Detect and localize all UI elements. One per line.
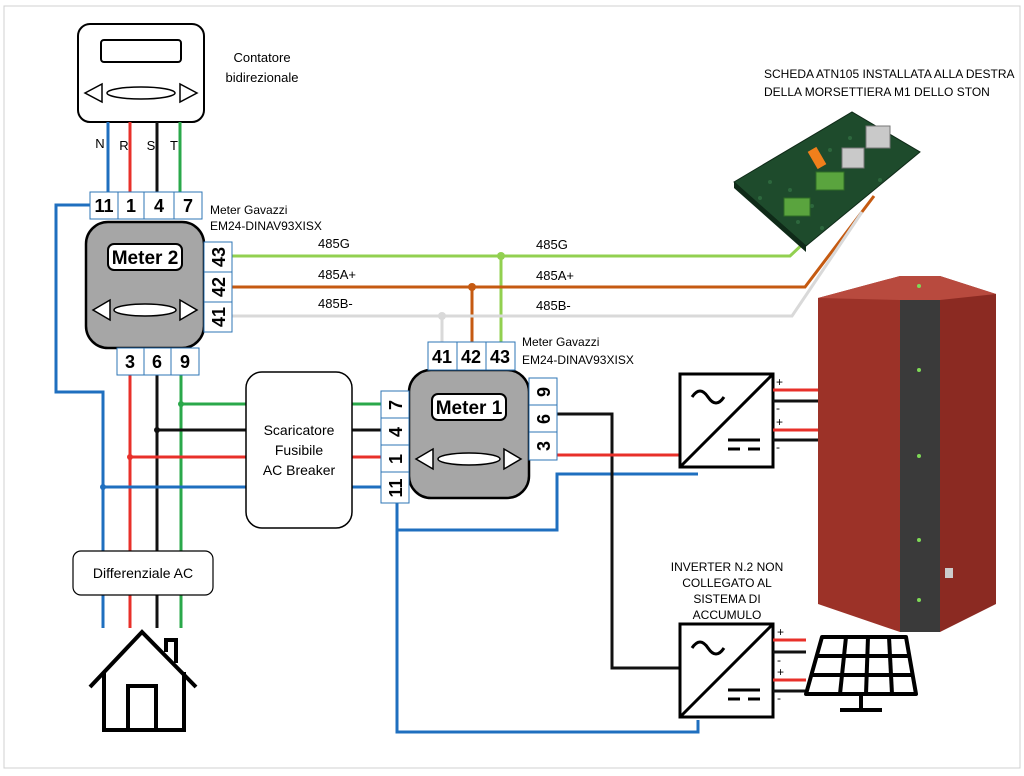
meter-2-arrow-right-icon <box>179 298 199 322</box>
meter-1-terminal-1: 1 <box>386 454 406 464</box>
inverter-2-minus-2: - <box>777 691 781 705</box>
meter-2-arrow-left-icon <box>91 298 111 322</box>
bus-label-g-right: 485G <box>536 237 568 252</box>
meter-2-side-terminals: 43 42 41 <box>203 241 233 333</box>
bus-label-g-left: 485G <box>318 236 350 251</box>
phase-label-n: N <box>95 136 104 151</box>
phase-label-t: T <box>170 138 178 153</box>
bus-label-b-left: 485B- <box>318 296 353 311</box>
meter-2-terminal-3: 3 <box>125 352 135 372</box>
meter-1-top-terminals: 41 42 43 <box>427 341 516 371</box>
bus-label-b-right: 485B- <box>536 298 571 313</box>
meter-2-terminal-43: 43 <box>209 247 229 267</box>
bus-junction-a <box>468 283 476 291</box>
inverter-2-plus-1: + <box>777 625 784 639</box>
meter-1-left-terminals: 7 4 1 11 <box>380 390 410 504</box>
meter-2-title: Meter 2 <box>112 248 179 269</box>
phase-label-s: S <box>147 138 156 153</box>
meter-1-model-2: EM24-DINAV93XISX <box>522 353 634 367</box>
meter-1-terminal-42: 42 <box>461 347 481 367</box>
differential-label: Differenziale AC <box>93 565 193 581</box>
meter-1-model-1: Meter Gavazzi <box>522 335 599 349</box>
protection-line-3: AC Breaker <box>263 462 336 478</box>
inverter-2-note-4: ACCUMULO <box>693 608 762 622</box>
meter-2-terminal-41: 41 <box>209 307 229 327</box>
meter-1-right-terminals: 9 6 3 <box>528 377 558 461</box>
meter-2-terminal-11: 11 <box>94 196 113 216</box>
inverter-2-note-2: COLLEGATO AL <box>682 576 772 590</box>
meter-2-terminal-4: 4 <box>154 196 164 216</box>
inverter-1-minus-1: - <box>776 401 780 415</box>
inverter-2-note-3: SISTEMA DI <box>693 592 760 606</box>
inverter-1-plus-1: + <box>776 375 783 389</box>
bus-label-a-left: 485A+ <box>318 267 356 282</box>
meter-arrow-left-icon <box>83 82 103 104</box>
meter-2-terminal-42: 42 <box>209 277 229 297</box>
protection-box: Scaricatore Fusibile AC Breaker <box>245 371 353 529</box>
meter-disc <box>106 86 176 100</box>
meter-1-arrow-left-icon <box>414 447 434 471</box>
meter-2-bottom-terminals: 3 6 9 <box>116 347 200 376</box>
phase-label-r: R <box>119 138 128 153</box>
ac-wiring <box>54 122 700 734</box>
meter-display <box>100 39 182 63</box>
inverter-2-icon <box>678 622 775 719</box>
inverter-1-minus-2: - <box>776 440 780 454</box>
meter-1-terminal-6: 6 <box>534 414 554 424</box>
house-icon <box>88 629 198 732</box>
meter-1-terminal-7: 7 <box>386 400 406 410</box>
meter-2-terminal-7: 7 <box>183 196 193 216</box>
meter-2-terminal-1: 1 <box>126 196 136 216</box>
meter-1-title: Meter 1 <box>436 398 503 419</box>
meter-2-model-1: Meter Gavazzi <box>210 203 287 217</box>
bus-label-a-right: 485A+ <box>536 268 574 283</box>
meter-main-label-1: Contatore <box>233 50 290 65</box>
circuit-board-icon <box>733 111 921 252</box>
protection-line-1: Scaricatore <box>264 422 335 438</box>
board-label-1: SCHEDA ATN105 INSTALLATA ALLA DESTRA <box>764 67 1015 81</box>
wire-junctions <box>100 401 184 490</box>
differential-breaker: Differenziale AC <box>72 550 214 596</box>
meter-1-arrow-right-icon <box>503 447 523 471</box>
bus-junction-g <box>497 252 505 260</box>
meter-1-terminal-4: 4 <box>386 427 406 437</box>
meter-2: Meter 2 <box>84 220 206 350</box>
inverter-2-minus-1: - <box>777 653 781 667</box>
meter-1-terminal-9: 9 <box>534 387 554 397</box>
inverter-1-icon <box>678 372 775 469</box>
meter-1-terminal-41: 41 <box>432 347 452 367</box>
meter-main-label-2: bidirezionale <box>226 70 299 85</box>
inverter-2-dc-wiring <box>773 638 806 693</box>
bus-junction-b <box>438 312 446 320</box>
meter-1: Meter 1 <box>407 368 531 500</box>
protection-line-2: Fusibile <box>275 442 323 458</box>
meter-2-top-terminals: 11 1 4 7 <box>89 191 203 220</box>
meter-2-terminal-6: 6 <box>152 352 162 372</box>
meter-2-terminal-9: 9 <box>180 352 190 372</box>
inverter-2-plus-2: + <box>777 665 784 679</box>
battery-cabinet-icon <box>818 276 996 632</box>
board-label-2: DELLA MORSETTIERA M1 DELLO STON <box>764 85 990 99</box>
inverter-1-plus-2: + <box>776 415 783 429</box>
solar-panel-icon <box>804 635 918 712</box>
meter-1-terminal-3: 3 <box>534 441 554 451</box>
bidirectional-meter <box>77 23 205 123</box>
meter-arrow-right-icon <box>179 82 199 104</box>
meter-1-terminal-11: 11 <box>386 478 406 497</box>
meter-1-terminal-43: 43 <box>490 347 510 367</box>
inverter-2-note-1: INVERTER N.2 NON <box>671 560 783 574</box>
meter-2-model-2: EM24-DINAV93XISX <box>210 219 322 233</box>
inverter-1-dc-wiring <box>773 388 818 442</box>
